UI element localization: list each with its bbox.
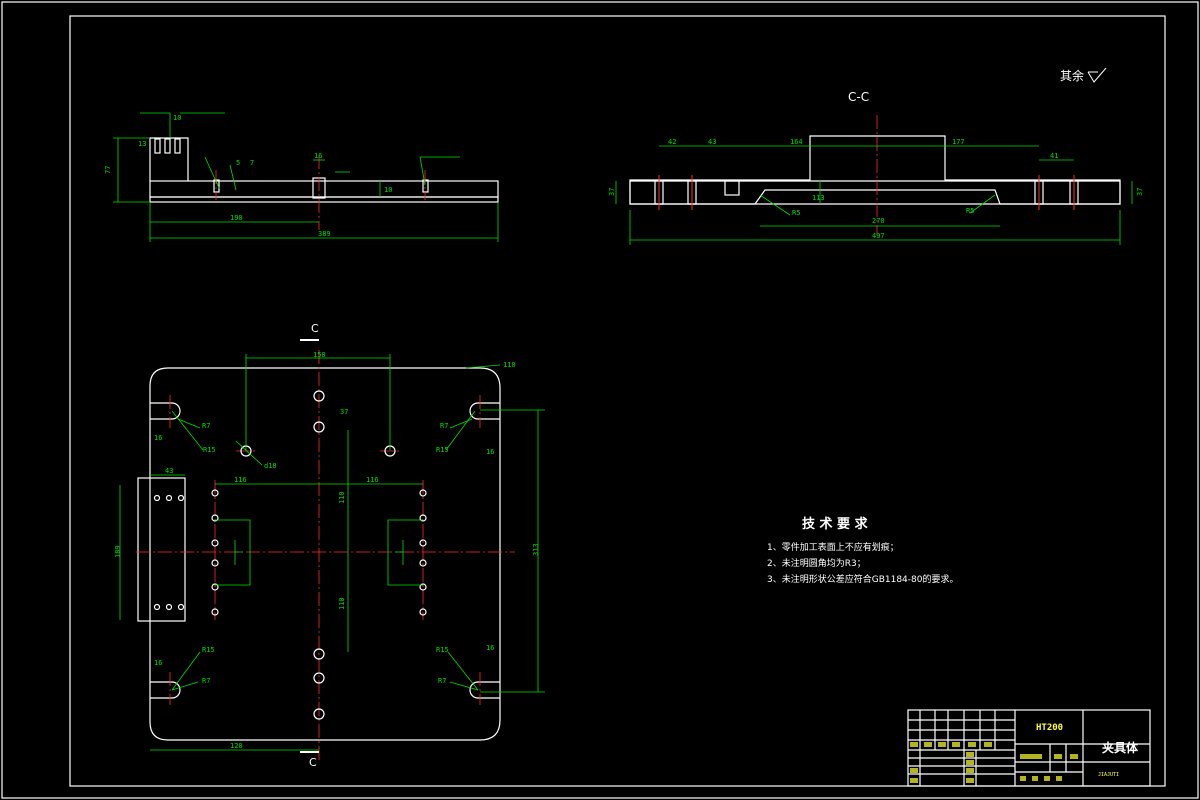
section-mark-top: C [311, 322, 319, 335]
section-dim-164: 164 [790, 138, 803, 146]
section-dim-41: 41 [1050, 152, 1058, 160]
front-dim-5: 5 [236, 159, 240, 167]
top-view-hole [313, 390, 325, 402]
top-dim-190-bottom: 120 [230, 742, 243, 750]
top-view: 150 116 116 110 110 313 189 43 120 110 R… [114, 322, 545, 769]
top-dim-r15-tl: R15 [203, 446, 216, 454]
tech-req-item-1: 1、零件加工表面上不应有划痕； [767, 541, 899, 553]
front-view-plate [149, 180, 499, 198]
top-dim-16-c: 16 [154, 659, 162, 667]
top-dim-r15-br: R15 [436, 646, 449, 654]
corner-slot [150, 681, 181, 699]
section-dim-43: 43 [708, 138, 716, 146]
top-view-hole [313, 421, 325, 433]
section-hatch-area [629, 180, 1121, 205]
section-view: C-C 42 43 164 177 41 497 270 37 37 [608, 67, 1144, 245]
section-dim-113: 113 [812, 194, 825, 202]
front-view-base-strip [149, 196, 499, 203]
front-view-slot [174, 138, 181, 154]
top-dim-116-left: 116 [234, 476, 247, 484]
title-block-material: HT200 [1036, 723, 1063, 733]
top-dim-16-d: 16 [486, 644, 494, 652]
top-dim-r7-bl: R7 [202, 677, 210, 685]
front-view-hole [213, 179, 220, 193]
tech-req-item-2: 2、未注明圆角均为R3； [767, 557, 866, 569]
top-dim-r15-bl: R15 [202, 646, 215, 654]
front-dim-13: 13 [138, 140, 146, 148]
roughness-symbol-icon [1087, 67, 1107, 83]
section-dim-r5-left: R5 [792, 209, 800, 217]
top-dim-110-upper: 110 [338, 491, 346, 504]
top-view-plate-outline [149, 367, 501, 741]
section-dim-177: 177 [952, 138, 965, 146]
title-block-code: JIAJUTI [1098, 772, 1119, 778]
top-dim-r7-tr: R7 [440, 422, 448, 430]
roughness-note: 其余 [1060, 68, 1084, 83]
top-view-hole [313, 672, 325, 684]
top-dim-r7-tl: R7 [202, 422, 210, 430]
top-view-hole [313, 708, 325, 720]
section-title: C-C [848, 90, 869, 104]
top-dim-150: 150 [313, 351, 326, 359]
front-dim-7: 7 [250, 159, 254, 167]
top-dim-313: 313 [532, 543, 540, 556]
top-dim-d18: d18 [264, 462, 277, 470]
front-dim-10b: 10 [384, 186, 392, 194]
section-dim-497: 497 [872, 232, 885, 240]
front-view-slot [164, 138, 171, 154]
sheet-inner-frame [69, 15, 1166, 787]
corner-slot [469, 681, 500, 699]
top-dim-37: 37 [340, 408, 348, 416]
top-dim-189: 189 [114, 545, 122, 558]
top-dim-43: 43 [165, 467, 173, 475]
title-block: HT200 夹具体 JIAJUTI [907, 709, 1151, 787]
corner-slot [150, 402, 181, 420]
top-dim-r7-br: R7 [438, 677, 446, 685]
front-view-slot [154, 138, 161, 154]
front-view: 389 190 77 10 5 7 16 10 13 [104, 112, 499, 242]
tech-req-title: 技 术 要 求 [802, 516, 869, 532]
title-block-part-name: 夹具体 [1102, 740, 1139, 755]
top-dim-16-a: 16 [154, 434, 162, 442]
section-dim-42: 42 [668, 138, 676, 146]
top-dim-110-lower: 110 [338, 597, 346, 610]
technical-requirements: 技 术 要 求 1、零件加工表面上不应有划痕； 2、未注明圆角均为R3； 3、未… [767, 516, 958, 585]
front-dim-77: 77 [104, 166, 112, 174]
section-outline [629, 135, 1121, 205]
front-view-clamp-block [149, 137, 189, 181]
section-dim-37-left: 37 [608, 188, 616, 196]
section-dim-270: 270 [872, 217, 885, 225]
top-dim-16-b: 16 [486, 448, 494, 456]
top-dim-116-right: 116 [366, 476, 379, 484]
section-pocket [724, 180, 740, 196]
top-dim-110-corner: 110 [503, 361, 516, 369]
corner-slot [469, 402, 500, 420]
front-dim-10: 10 [173, 114, 181, 122]
section-mark-bottom: C [309, 756, 317, 769]
front-view-hole [422, 179, 429, 193]
section-dim-r5-right: R5 [966, 207, 974, 215]
front-dim-389: 389 [318, 230, 331, 238]
title-block-frame [907, 709, 1151, 787]
front-dim-16: 16 [314, 152, 322, 160]
front-dim-190: 190 [230, 214, 243, 222]
tech-req-item-3: 3、未注明形状公差应符合GB1184-80的要求。 [767, 573, 958, 585]
top-dim-r15-tr: R15 [436, 446, 449, 454]
section-dim-37-right: 37 [1136, 188, 1144, 196]
top-view-clamp-block [137, 477, 186, 622]
top-view-hole [313, 648, 325, 660]
